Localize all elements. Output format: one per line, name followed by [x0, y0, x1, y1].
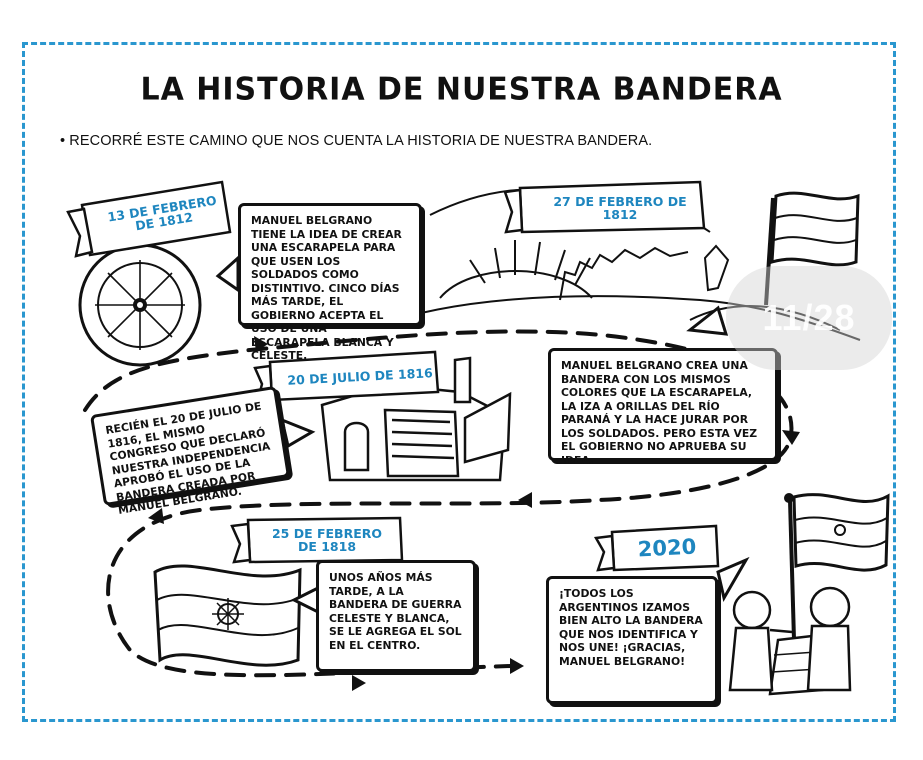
flag-1818-drawing	[153, 564, 302, 667]
event-box-1812-feb13: MANUEL BELGRANO TIENE LA IDEA DE CREAR U…	[238, 203, 422, 362]
date-ribbon-1818: 25 DE FEBRERO DE 1818	[271, 526, 383, 554]
dashed-frame	[22, 42, 896, 722]
escarapela-drawing	[78, 243, 202, 367]
ribbon-shapes	[66, 180, 720, 572]
path-arrowheads	[148, 336, 800, 691]
flag-1812-drawing	[764, 191, 860, 306]
event-box-2020: ¡TODOS LOS ARGENTINOS IZAMOS BIEN ALTO L…	[546, 576, 718, 704]
date-ribbon-2020: 2020	[637, 533, 697, 562]
page-counter-badge: 11/28	[726, 266, 892, 370]
house-drawing	[320, 356, 512, 482]
timeline-path	[83, 329, 794, 678]
event-box-1818: UNOS AÑOS MÁS TARDE, A LA BANDERA DE GUE…	[316, 560, 476, 672]
date-ribbon-1812-feb27: 27 DE FEBRERO DE 1812	[553, 194, 687, 222]
event-box-1812-feb27: MANUEL BELGRANO CREA UNA BANDERA CON LOS…	[548, 348, 778, 467]
children-drawing	[728, 586, 852, 692]
instruction-text: • RECORRÉ ESTE CAMINO QUE NOS CUENTA LA …	[60, 133, 653, 149]
page-title: LA HISTORIA DE NUESTRA BANDERA	[140, 71, 783, 108]
